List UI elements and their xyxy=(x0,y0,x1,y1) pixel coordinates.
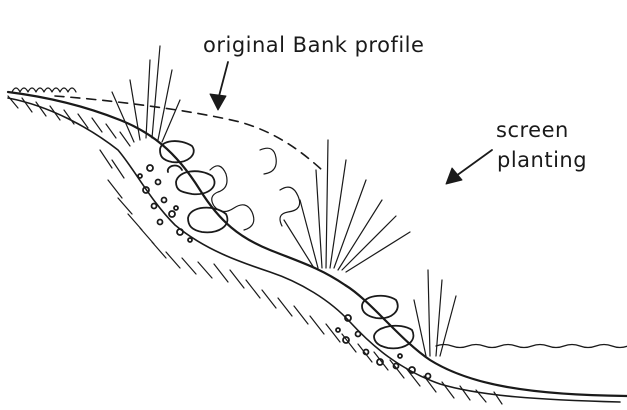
screen-planting-arrow xyxy=(446,150,492,184)
grass-left xyxy=(12,46,180,142)
subsoil-line xyxy=(8,98,620,402)
label-screen: screen xyxy=(496,118,569,142)
label-planting: planting xyxy=(497,148,587,172)
label-original-bank-profile: original Bank profile xyxy=(203,33,424,57)
upper-rock-revetment xyxy=(138,141,227,242)
screen-planting-grass xyxy=(284,140,456,356)
water-surface xyxy=(436,345,627,348)
shrub-scribble xyxy=(210,148,300,230)
original-profile-arrow xyxy=(210,62,228,110)
